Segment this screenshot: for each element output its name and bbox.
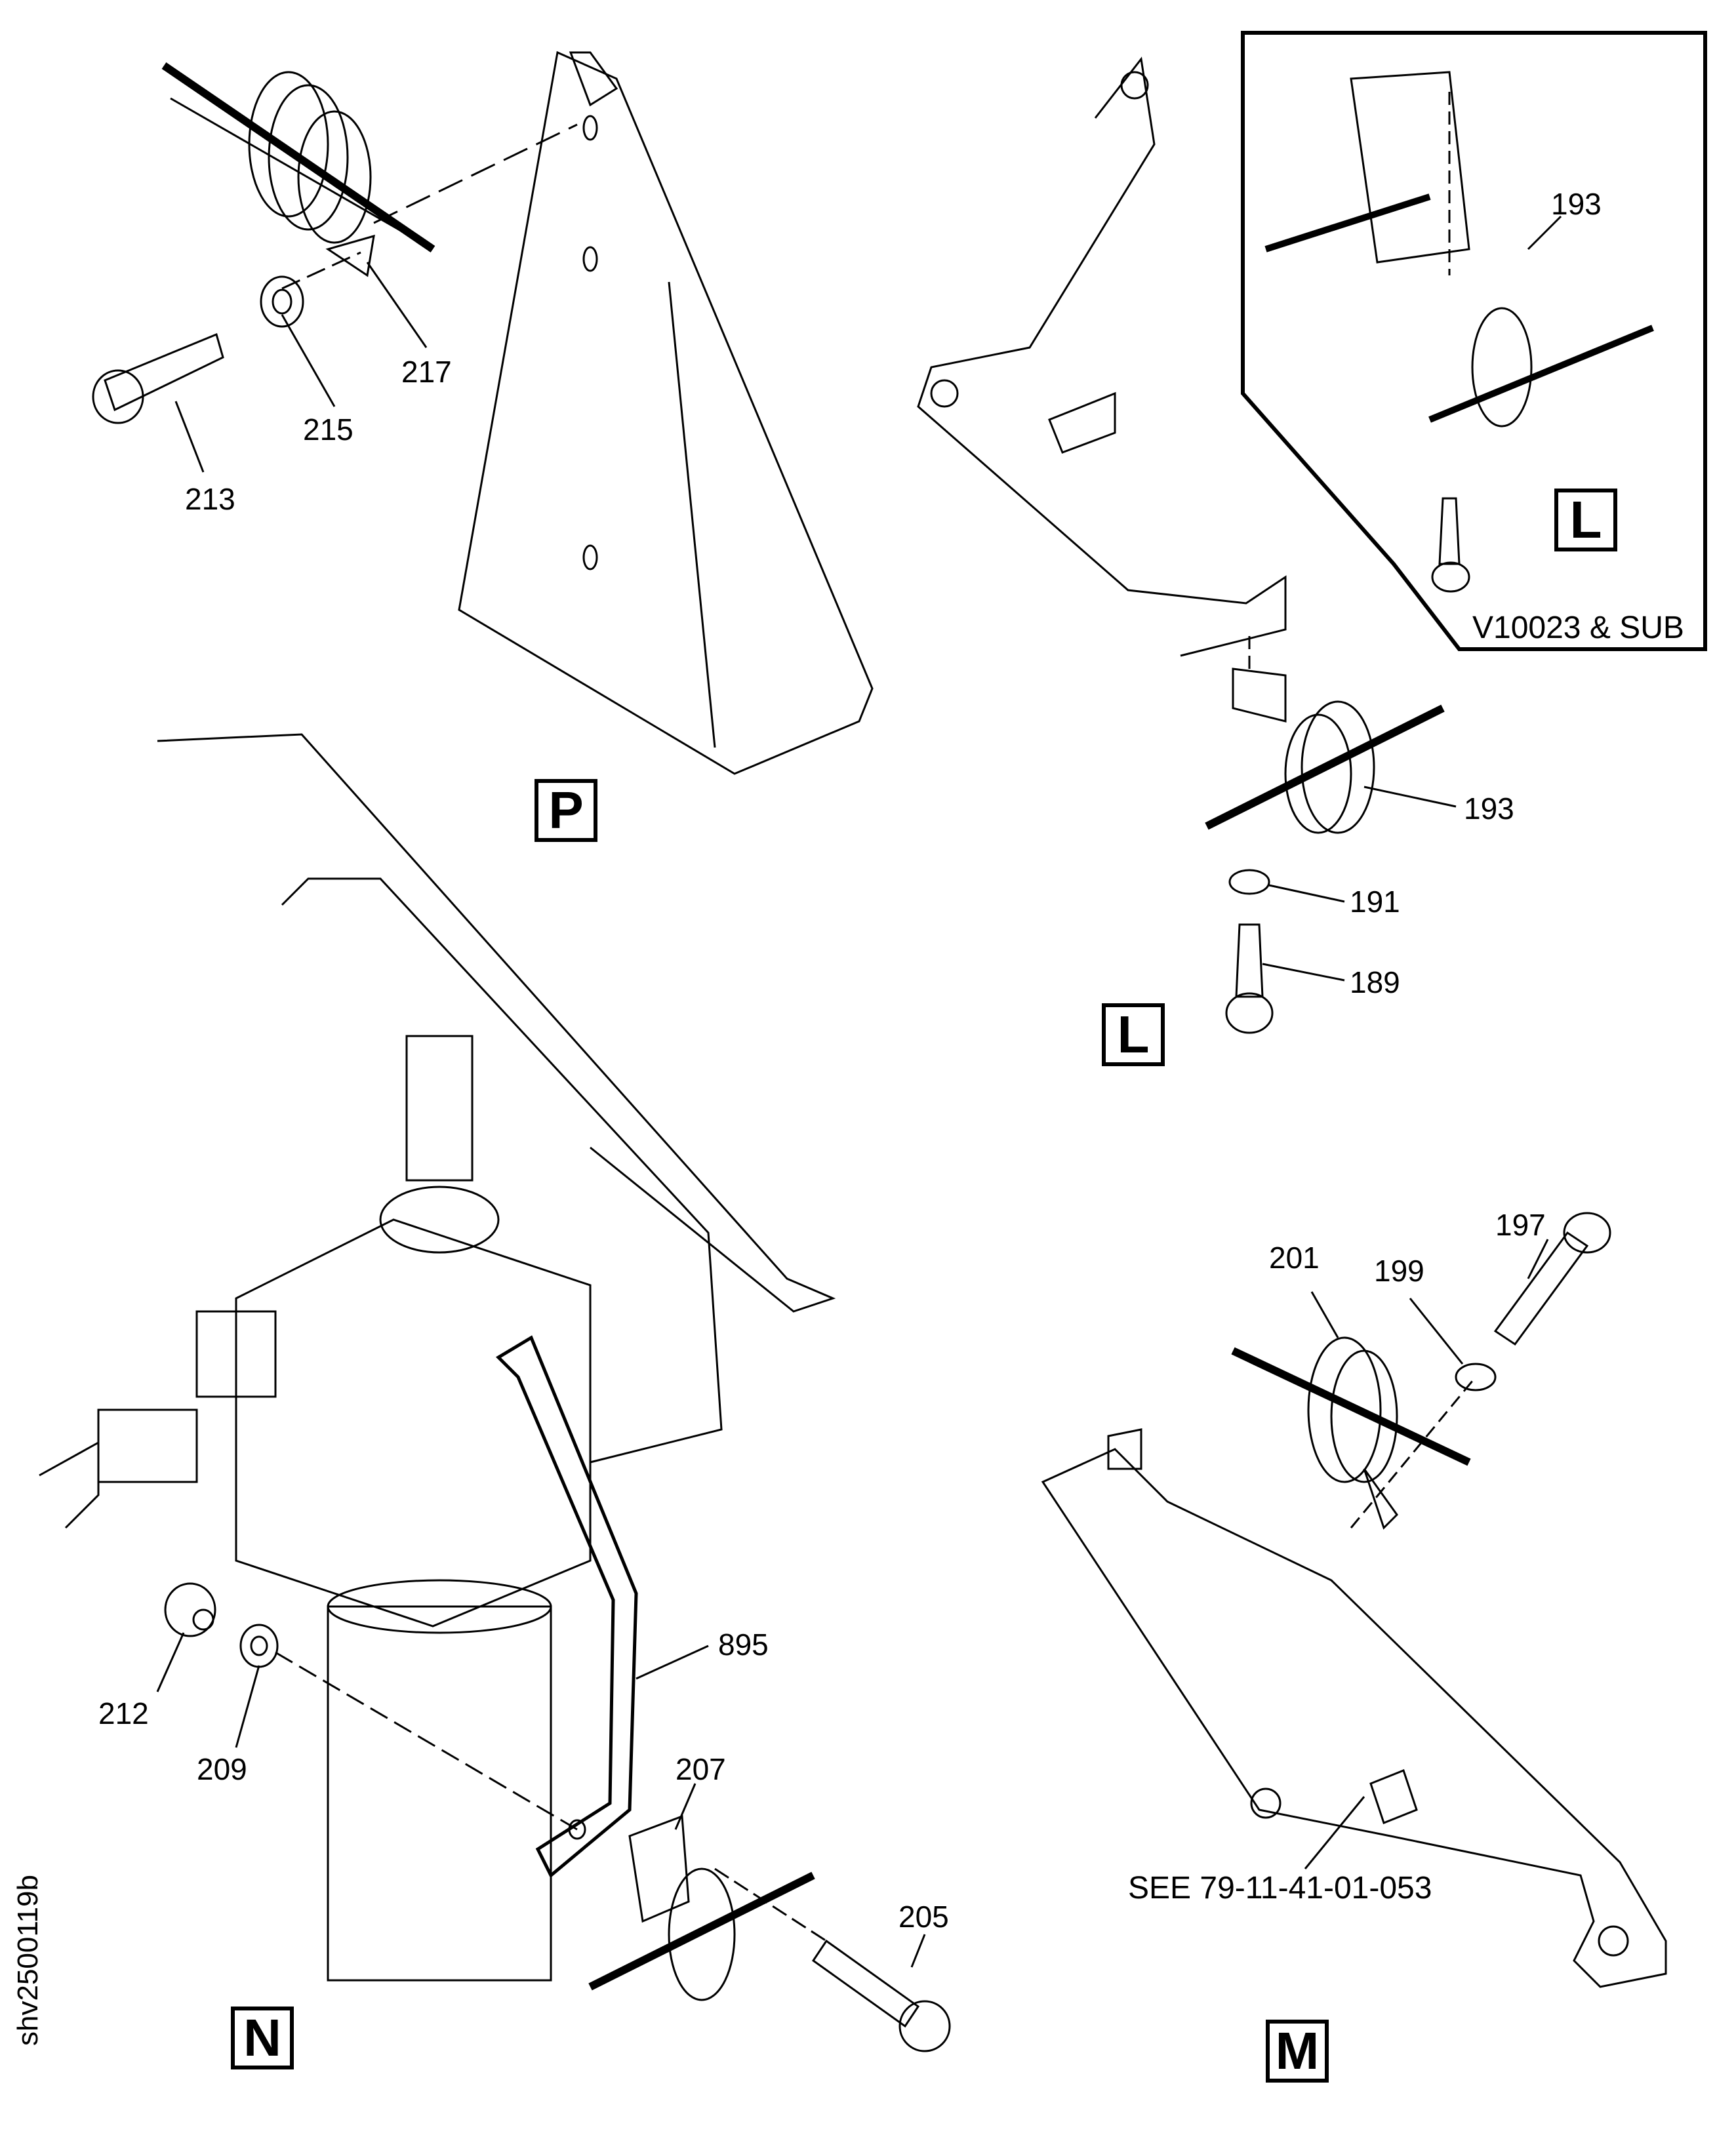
assembly-n xyxy=(39,733,836,1982)
clamp-201 xyxy=(1231,1336,1471,1530)
view-label-l-inset: L xyxy=(1554,489,1617,551)
callout-213: 213 xyxy=(185,482,235,516)
plate-m xyxy=(1041,1428,1667,1988)
callout-201: 201 xyxy=(1269,1241,1320,1275)
bolt-213 xyxy=(92,332,224,424)
callout-197: 197 xyxy=(1495,1208,1546,1242)
bolt-197 xyxy=(1493,1212,1611,1346)
reference-note: SEE 79-11-41-01-053 xyxy=(1128,1871,1432,1906)
clamp-207 xyxy=(588,1814,815,2001)
callout-205: 205 xyxy=(898,1900,949,1934)
inset-frame xyxy=(1241,31,1707,651)
leader-lines xyxy=(156,215,1562,1968)
clamp-217 xyxy=(161,62,578,277)
washer-215 xyxy=(260,275,304,328)
view-label-l: L xyxy=(1102,1003,1165,1066)
washer-191 xyxy=(1228,869,1270,895)
bracket-p xyxy=(458,50,874,775)
view-label-n: N xyxy=(231,2007,294,2069)
callout-209: 209 xyxy=(197,1752,247,1786)
view-label-p: P xyxy=(535,779,597,842)
inset-note: V10023 & SUB xyxy=(1472,610,1684,645)
nut-212 xyxy=(164,1582,216,1637)
washer-199 xyxy=(1455,1363,1497,1391)
bracket-895 xyxy=(495,1335,638,1878)
callout-207: 207 xyxy=(676,1752,726,1786)
callout-212: 212 xyxy=(98,1696,149,1730)
clamp-193-main xyxy=(1205,636,1445,834)
callout-189: 189 xyxy=(1350,965,1400,999)
callout-191: 191 xyxy=(1350,885,1400,919)
drawing-code: shv2500119b xyxy=(12,1875,44,2046)
callout-895: 895 xyxy=(718,1628,769,1662)
bolt-189 xyxy=(1225,923,1274,1034)
callout-217: 217 xyxy=(401,355,452,389)
callout-215: 215 xyxy=(303,412,353,447)
inset-clamp-193 xyxy=(1264,71,1654,593)
bracket-l xyxy=(917,56,1287,657)
callout-193: 193 xyxy=(1464,791,1514,826)
bolt-205 xyxy=(811,1939,951,2052)
callout-193-inset: 193 xyxy=(1551,187,1602,221)
callout-199: 199 xyxy=(1374,1254,1424,1288)
view-label-m: M xyxy=(1266,2020,1329,2083)
washer-209 xyxy=(239,1624,279,1668)
